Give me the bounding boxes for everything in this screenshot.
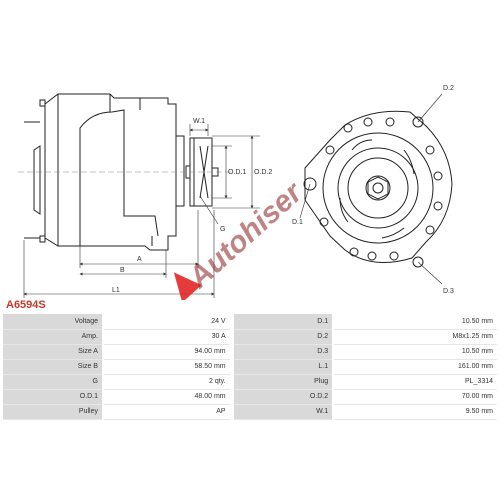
spec-label: O.D.1 [3,389,104,405]
spec-value: 10.50 mm [333,344,497,360]
label-od1: O.D.1 [228,169,246,176]
spec-label: Amp. [3,329,104,345]
label-l1: L1 [112,287,120,294]
spec-label: O.D.2 [231,389,335,405]
spec-value: 94.00 mm [102,344,234,360]
spec-label: D.3 [231,344,335,360]
spec-value: AP [102,404,234,420]
label-w1: W.1 [193,118,205,125]
spec-label: Voltage [3,314,104,330]
spec-value: 161.00 mm [333,359,497,375]
spec-value: 30 A [102,329,234,345]
label-d3: D.3 [443,288,454,295]
spec-value: 24 V [102,314,234,330]
spec-value: 9.50 mm [333,404,497,420]
spec-label: Size B [3,359,104,375]
front-view [303,110,453,268]
label-od2: O.D.2 [254,169,272,176]
part-code: A6594S [6,299,46,311]
spec-value: 48.00 mm [102,389,234,405]
label-d1: D.1 [292,219,303,226]
spec-value: 58.50 mm [102,359,234,375]
spec-value: M8x1.25 mm [333,329,497,345]
label-d2: D.2 [443,85,454,92]
spec-value: PL_3314 [333,374,497,390]
spec-label: D.1 [231,314,335,330]
label-a: A [137,256,142,263]
spec-label: D.2 [231,329,335,345]
spec-value: 10.50 mm [333,314,497,330]
spec-label: G [3,374,104,390]
alternator-diagram: W.1 O.D.1 O.D.2 G A B L1 [18,85,454,300]
front-dimension-lines [299,93,443,285]
label-b: B [120,267,125,274]
spec-value: 2 qty. [102,374,234,390]
label-g: G [220,226,225,233]
spec-label: Plug [231,374,335,390]
watermark-logo: Autohiser [173,175,310,300]
spec-label: Size A [3,344,104,360]
watermark-swoosh-icon [173,272,202,300]
spec-label: W.1 [231,404,335,420]
spec-label: Pulley [3,404,104,420]
spec-label: L.1 [231,359,335,375]
spec-value: 70.00 mm [333,389,497,405]
